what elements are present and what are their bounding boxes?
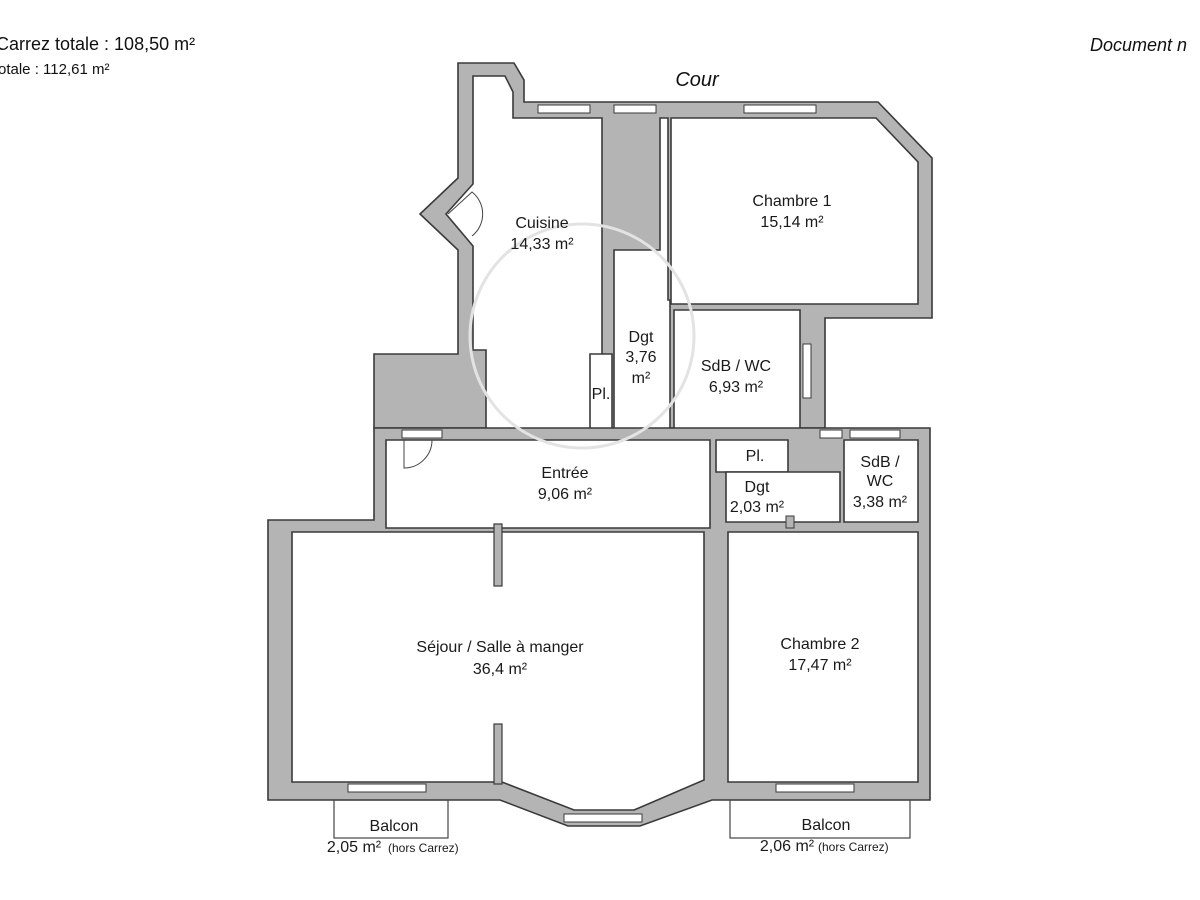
label-sdb-wc1-area: 6,93 m²	[709, 379, 764, 396]
label-placard2: Pl.	[746, 448, 765, 465]
label-sdb-wc1-name: SdB / WC	[701, 358, 771, 375]
watermark-mark	[468, 222, 696, 450]
room-chambre-2	[727, 531, 919, 783]
label-sdb-wc2-name-1: SdB /	[860, 454, 900, 471]
label-balcony-right-area: 2,06 m²	[760, 838, 815, 855]
room-sejour	[291, 531, 705, 811]
label-balcony-left-name: Balcon	[370, 818, 419, 835]
partition-dgt2-stub	[785, 515, 795, 529]
window-dgt-top	[613, 104, 657, 114]
door-arc-cuisine	[447, 191, 484, 237]
label-cuisine-name: Cuisine	[515, 215, 568, 232]
label-cuisine-area: 14,33 m²	[510, 236, 574, 253]
label-sdb-wc2-name-2: WC	[867, 473, 894, 490]
room-chambre-1	[670, 117, 919, 305]
window-sdb-wc-2b	[849, 429, 901, 439]
label-dgt2-name: Dgt	[745, 479, 770, 496]
label-chambre1-area: 15,14 m²	[760, 214, 824, 231]
label-dgt1-name: Dgt	[629, 329, 654, 346]
label-sejour-area: 36,4 m²	[473, 661, 528, 678]
room-sdb-wc-2	[843, 439, 919, 523]
label-dgt1-area-1: 3,76	[625, 349, 656, 366]
window-chambre-2	[775, 783, 855, 793]
label-sejour-name: Séjour / Salle à manger	[416, 639, 584, 656]
courtyard-label: Cour	[675, 69, 720, 91]
label-placard1: Pl.	[592, 386, 611, 403]
window-sejour-bay	[563, 813, 643, 823]
label-dgt1-area-2: m²	[632, 370, 651, 387]
partition-sejour-stub-low	[493, 723, 503, 785]
window-chambre-1	[743, 104, 817, 114]
carrez-total-text: Carrez totale : 108,50 m²	[0, 34, 195, 54]
door-arc-entree	[403, 439, 433, 469]
surface-total-text: otale : 112,61 m²	[0, 61, 109, 78]
window-sdb-wc-1	[802, 343, 812, 399]
label-balcony-left-note: (hors Carrez)	[388, 841, 459, 855]
label-balcony-right-note: (hors Carrez)	[818, 840, 889, 854]
window-cuisine	[537, 104, 591, 114]
label-entree-area: 9,06 m²	[538, 486, 593, 503]
label-chambre1-name: Chambre 1	[752, 193, 831, 210]
room-dgt-2	[725, 471, 841, 523]
label-balcony-left-area: 2,05 m²	[327, 839, 382, 856]
window-sdb-wc-2a	[819, 429, 843, 439]
label-sdb-wc2-area: 3,38 m²	[853, 494, 908, 511]
balcony-left	[333, 799, 449, 839]
room-entree	[385, 439, 711, 529]
document-note-text: Document n	[1090, 35, 1187, 55]
label-balcony-right-name: Balcon	[802, 817, 851, 834]
label-chambre2-area: 17,47 m²	[788, 657, 852, 674]
window-sejour-left	[347, 783, 427, 793]
partition-sejour-stub	[493, 523, 503, 587]
label-dgt2-area: 2,03 m²	[730, 499, 785, 516]
window-entree	[401, 429, 443, 439]
label-entree-name: Entrée	[541, 465, 588, 482]
label-chambre2-name: Chambre 2	[780, 636, 859, 653]
balcony-right	[729, 799, 911, 839]
